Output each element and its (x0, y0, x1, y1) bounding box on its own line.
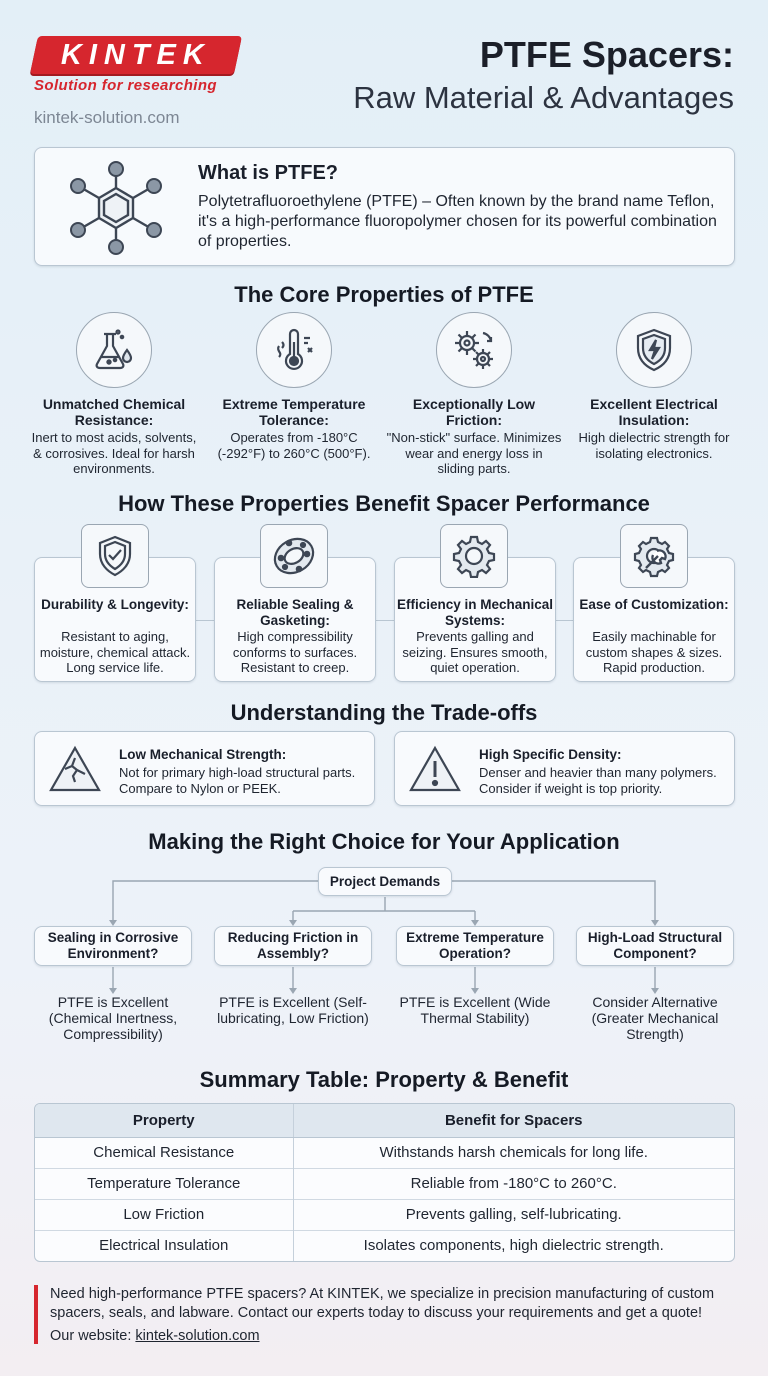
flask-icon (76, 312, 152, 388)
table-header-row: Property Benefit for Spacers (35, 1104, 734, 1138)
footer-website-label: Our website: (50, 1328, 136, 1344)
what-is-card: What is PTFE? Polytetrafluoroethylene (P… (34, 147, 735, 266)
table-cell: Electrical Insulation (35, 1229, 294, 1261)
core-property-title: Unmatched Chemical Resistance: (42, 396, 186, 428)
tradeoff-card-density: High Specific Density: Denser and heavie… (394, 731, 735, 806)
brand-logo: KINTEK Solution for researching kintek-s… (29, 36, 243, 128)
column-header: Benefit for Spacers (293, 1104, 734, 1138)
table-cell: Temperature Tolerance (35, 1167, 294, 1199)
header-website: kintek-solution.com (34, 108, 180, 127)
benefit-card-efficiency: Efficiency in Mechanical Systems: Preven… (394, 557, 556, 682)
footer-callout: Need high-performance PTFE spacers? At K… (34, 1285, 734, 1344)
tradeoff-desc: Not for primary high-load structural par… (119, 765, 355, 797)
summary-heading: Summary Table: Property & Benefit (199, 1067, 569, 1092)
core-property-desc: "Non-stick" surface. Minimizes wear and … (386, 430, 562, 476)
table-cell: Isolates components, high dielectric str… (293, 1229, 734, 1261)
decision-root: Project Demands (318, 867, 452, 896)
wrench-gear-icon (620, 524, 688, 588)
cracked-warning-icon (47, 744, 103, 794)
table-cell: Withstands harsh chemicals for long life… (379, 1144, 648, 1161)
connector-line (375, 620, 395, 621)
core-property-desc: Operates from -180°C (-292°F) to 260°C (… (217, 430, 371, 461)
logo-tagline: Solution for researching (34, 77, 217, 94)
tradeoff-desc-line: Consider if weight is top priority. (479, 781, 663, 796)
tradeoff-desc-line: Compare to Nylon or PEEK. (119, 781, 281, 796)
core-property-desc: High dielectric strength for isolating e… (578, 430, 730, 461)
table-cell: Prevents galling, self-lubricating. (293, 1198, 734, 1230)
tradeoff-desc-line: Not for primary high-load structural par… (119, 765, 356, 780)
benefit-title: Reliable Sealing & Gasketing: (236, 597, 354, 628)
footer-website: Our website: kintek-solution.com (50, 1328, 734, 1344)
benefit-title: Ease of Customization: (579, 597, 729, 612)
shield-check-icon (81, 524, 149, 588)
core-property-temperature: Extreme Temperature Tolerance: Operates … (206, 312, 382, 461)
table-row: Electrical Insulation Isolates component… (35, 1229, 734, 1261)
core-property-title: Excellent Electrical Insulation: (590, 396, 718, 428)
decision-outcome: PTFE is Excellent (Self-lubricating, Low… (217, 994, 369, 1026)
decision-outcome: PTFE is Excellent (Wide Thermal Stabilit… (399, 994, 551, 1026)
connector-line (195, 620, 215, 621)
gear-icon (440, 524, 508, 588)
decision-outcome: Consider Alternative (Greater Mechanical… (591, 994, 719, 1042)
benefit-desc: Easily machinable for custom shapes & si… (585, 629, 723, 675)
title-line-2: Raw Material & Advantages (353, 80, 734, 115)
core-property-electrical: Excellent Electrical Insulation: High di… (566, 312, 742, 461)
title-line-1: PTFE Spacers: (479, 34, 734, 75)
benefit-desc: Resistant to aging, moisture, chemical a… (39, 629, 191, 675)
benefits-heading: How These Properties Benefit Spacer Perf… (118, 491, 650, 516)
gears-icon (436, 312, 512, 388)
tradeoff-title: Low Mechanical Strength: (119, 747, 287, 762)
core-property-friction: Exceptionally Low Friction: "Non-stick" … (386, 312, 562, 477)
column-header: Property (35, 1104, 294, 1138)
decision-node-temperature: Extreme Temperature Operation? (396, 926, 554, 966)
footer-website-link[interactable]: kintek-solution.com (135, 1328, 260, 1344)
core-property-chemical: Unmatched Chemical Resistance: Inert to … (26, 312, 202, 477)
benefit-title: Efficiency in Mechanical Systems: (396, 597, 554, 628)
table-row: Low Friction Prevents galling, self-lubr… (35, 1198, 734, 1230)
tradeoff-card-strength: Low Mechanical Strength: Not for primary… (34, 731, 375, 806)
gasket-icon (260, 524, 328, 588)
decision-heading: Making the Right Choice for Your Applica… (148, 829, 620, 854)
decision-node-structural: High-Load Structural Component? (576, 926, 734, 966)
table-cell: Chemical Resistance (35, 1137, 294, 1168)
table-row: Chemical Resistance Withstands harsh che… (35, 1137, 734, 1168)
core-property-desc: Inert to most acids, solvents, & corrosi… (31, 430, 197, 476)
tradeoff-desc: Denser and heavier than many polymers. C… (479, 765, 717, 797)
footer-text: Need high-performance PTFE spacers? At K… (50, 1286, 715, 1321)
page-title: PTFE Spacers: Raw Material & Advantages (353, 34, 734, 116)
what-is-description: Polytetrafluoroethylene (PTFE) – Often k… (198, 193, 717, 250)
tradeoff-desc-line: Denser and heavier than many polymers. (479, 765, 717, 780)
core-property-title: Extreme Temperature Tolerance: (222, 396, 366, 428)
benefit-desc: Prevents galling and seizing. Ensures sm… (402, 629, 548, 675)
benefit-desc: High compressibility conforms to surface… (232, 629, 358, 675)
decision-outcome: PTFE is Excellent (Chemical Inertness, C… (48, 994, 178, 1042)
logo-text: KINTEK (61, 38, 211, 71)
decision-node-friction: Reducing Friction in Assembly? (214, 926, 372, 966)
warning-icon (407, 744, 463, 794)
summary-table: Property Benefit for Spacers Chemical Re… (34, 1103, 735, 1262)
core-properties-heading: The Core Properties of PTFE (234, 282, 534, 307)
table-cell: Reliable from -180°C to 260°C. (293, 1167, 734, 1199)
benefit-title: Durability & Longevity: (41, 597, 189, 612)
what-is-title: What is PTFE? (198, 162, 338, 184)
core-property-title: Exceptionally Low Friction: (412, 396, 536, 428)
thermometer-icon (256, 312, 332, 388)
shield-bolt-icon (616, 312, 692, 388)
decision-node-sealing: Sealing in Corrosive Environment? (34, 926, 192, 966)
table-cell: Low Friction (35, 1198, 294, 1230)
decision-tree-connectors (109, 880, 659, 994)
tradeoffs-heading: Understanding the Trade-offs (230, 700, 538, 725)
table-row: Temperature Tolerance Reliable from -180… (35, 1167, 734, 1199)
connector-line (555, 620, 575, 621)
molecule-icon (61, 160, 171, 256)
tradeoff-title: High Specific Density: (479, 747, 622, 762)
logo-badge: KINTEK (29, 36, 243, 74)
